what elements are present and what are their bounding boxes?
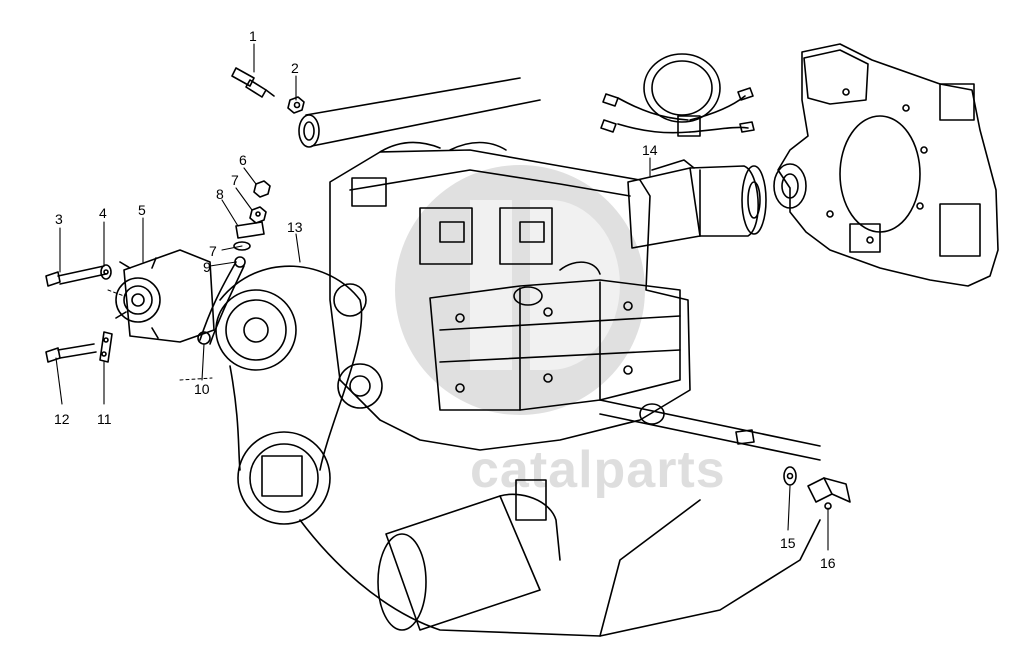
belt-outline [107, 289, 213, 381]
nut-icon [287, 96, 305, 114]
oil-pan [299, 499, 821, 637]
pipe-tube [298, 77, 541, 148]
flywheel-housing-icon [773, 43, 999, 287]
starter-motor-icon [627, 159, 767, 249]
callout-2: 2 [291, 60, 299, 76]
callout-10: 10 [194, 381, 210, 397]
callout-4: 4 [99, 205, 107, 221]
callout-7b: 7 [209, 243, 217, 259]
washer-icon [783, 466, 797, 486]
watermark-logo-cutout [470, 200, 620, 370]
callout-5: 5 [138, 202, 146, 218]
bolt-icon [45, 265, 107, 287]
watermark-text: catalparts [470, 441, 726, 499]
callout-16: 16 [820, 555, 836, 571]
callout-8: 8 [216, 186, 224, 202]
oil-rail [599, 399, 821, 461]
callout-1: 1 [249, 28, 257, 44]
sensor-icon [231, 67, 275, 98]
callout-15: 15 [780, 535, 796, 551]
callout-13: 13 [287, 219, 303, 235]
callout-3: 3 [55, 211, 63, 227]
sensor-icon [807, 477, 851, 510]
alternator [115, 249, 215, 343]
nut-icon [233, 180, 271, 251]
callout-9: 9 [203, 259, 211, 275]
callout-11: 11 [97, 411, 112, 427]
bolt-icon [45, 343, 97, 363]
bracket-11 [99, 331, 113, 363]
pulley-icon [215, 265, 383, 525]
callout-7: 7 [231, 172, 239, 188]
wiring-harness [600, 53, 755, 137]
callout-14: 14 [642, 142, 658, 158]
callout-6: 6 [239, 152, 247, 168]
washer-icon [100, 264, 112, 280]
leader-lines [55, 43, 829, 551]
callout-12: 12 [54, 411, 70, 427]
oil-filter-icon [377, 479, 561, 631]
